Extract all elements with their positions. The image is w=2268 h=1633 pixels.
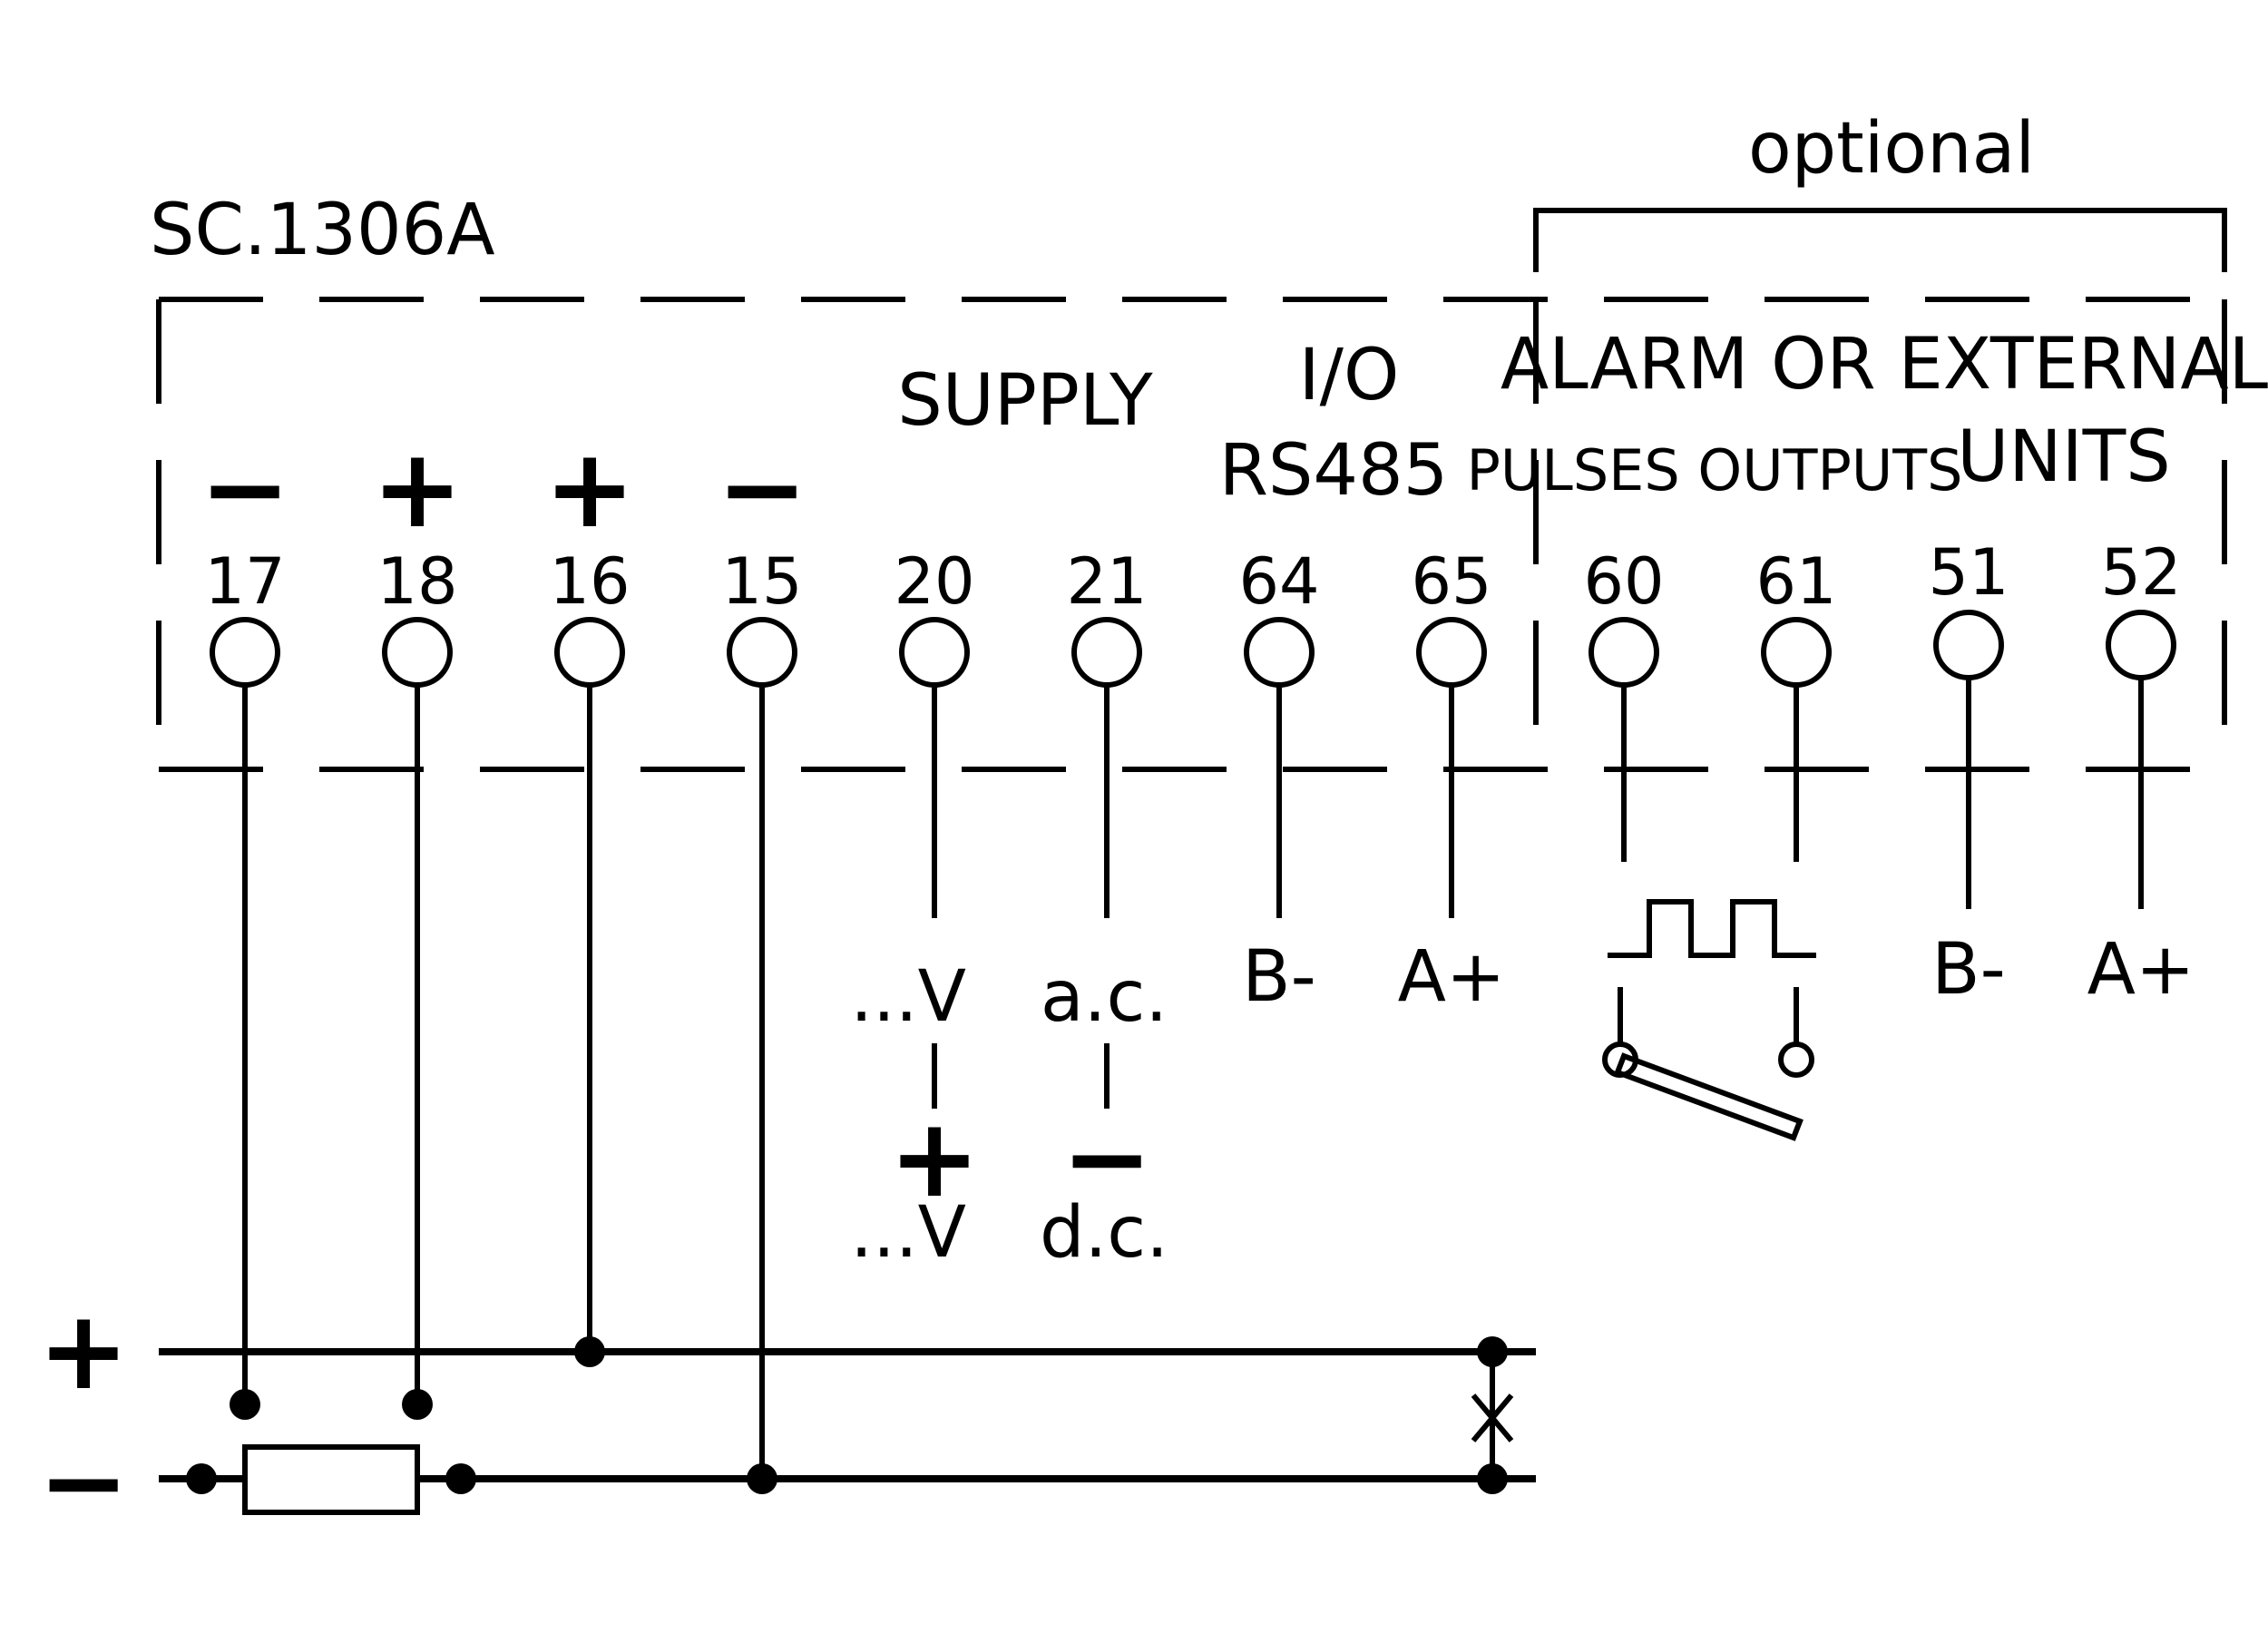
supply-dc-voltage: ...V: [850, 1192, 966, 1274]
device-enclosure: [156, 297, 2227, 772]
terminal-65-number: 65: [1411, 544, 1491, 619]
terminal-60: [1589, 617, 1659, 688]
terminal-18-sign: +: [372, 426, 464, 552]
terminal-64-number: 64: [1238, 544, 1319, 619]
bus-switch-icon: [1471, 1352, 1514, 1479]
supply-label: SUPPLY: [897, 360, 1153, 442]
io-label: I/O: [1299, 335, 1400, 416]
terminal-52: [2106, 610, 2176, 680]
rs485-a-label: A+: [1398, 936, 1506, 1018]
terminal-65: [1416, 617, 1487, 688]
terminal-64: [1244, 617, 1315, 688]
terminal-60-number: 60: [1583, 544, 1664, 619]
units-label: UNITS: [1957, 416, 2171, 498]
supply-ac-label: a.c.: [1041, 956, 1168, 1038]
alarm-external-label: ALARM OR EXTERNAL: [1501, 324, 2268, 406]
pulse-waveform-icon: [1608, 899, 1816, 958]
terminal-20: [899, 617, 970, 688]
terminal-51: [1933, 610, 2004, 680]
supply-dc-label: d.c.: [1040, 1192, 1168, 1274]
model-label: SC.1306A: [150, 190, 495, 271]
units-a-label: A+: [2087, 929, 2195, 1011]
pulses-outputs-label: PULSES OUTPUTS: [1467, 437, 1963, 504]
terminal-52-number: 52: [2100, 535, 2181, 610]
terminal-wires: [242, 679, 2144, 1479]
terminal-18: [382, 617, 453, 688]
terminal-17-number: 17: [204, 544, 285, 619]
terminal-20-number: 20: [894, 544, 974, 619]
junction-dots: [186, 1336, 1508, 1494]
terminal-21-number: 21: [1066, 544, 1147, 619]
units-b-label: B-: [1931, 929, 2006, 1011]
terminal-16-number: 16: [549, 544, 630, 619]
terminal-16: [554, 617, 625, 688]
bus-minus-label: −: [38, 1420, 130, 1546]
terminal-21: [1071, 617, 1142, 688]
terminal-17: [210, 617, 280, 688]
terminal-17-sign: −: [200, 426, 291, 552]
bus-plus-label: +: [38, 1288, 130, 1414]
terminal-61: [1761, 617, 1832, 688]
supply-ac-voltage: ...V: [850, 956, 966, 1038]
terminal-16-sign: +: [544, 426, 636, 552]
optional-label: optional: [1748, 108, 2035, 190]
rs485-b-label: B-: [1242, 936, 1316, 1018]
optional-bracket: [1533, 208, 2227, 272]
terminal-15-sign: −: [717, 426, 808, 552]
terminal-51-number: 51: [1928, 535, 2009, 610]
supply-dc-plus: +: [889, 1096, 981, 1222]
terminal-61-number: 61: [1755, 544, 1836, 619]
supply-dc-minus: −: [1061, 1096, 1153, 1222]
terminal-15: [727, 617, 797, 688]
terminal-18-number: 18: [376, 544, 457, 619]
fuse-box: [242, 1444, 420, 1515]
terminal-15-number: 15: [721, 544, 802, 619]
relay-contact-icon: [1602, 987, 1814, 1141]
rs485-label: RS485: [1219, 430, 1449, 512]
